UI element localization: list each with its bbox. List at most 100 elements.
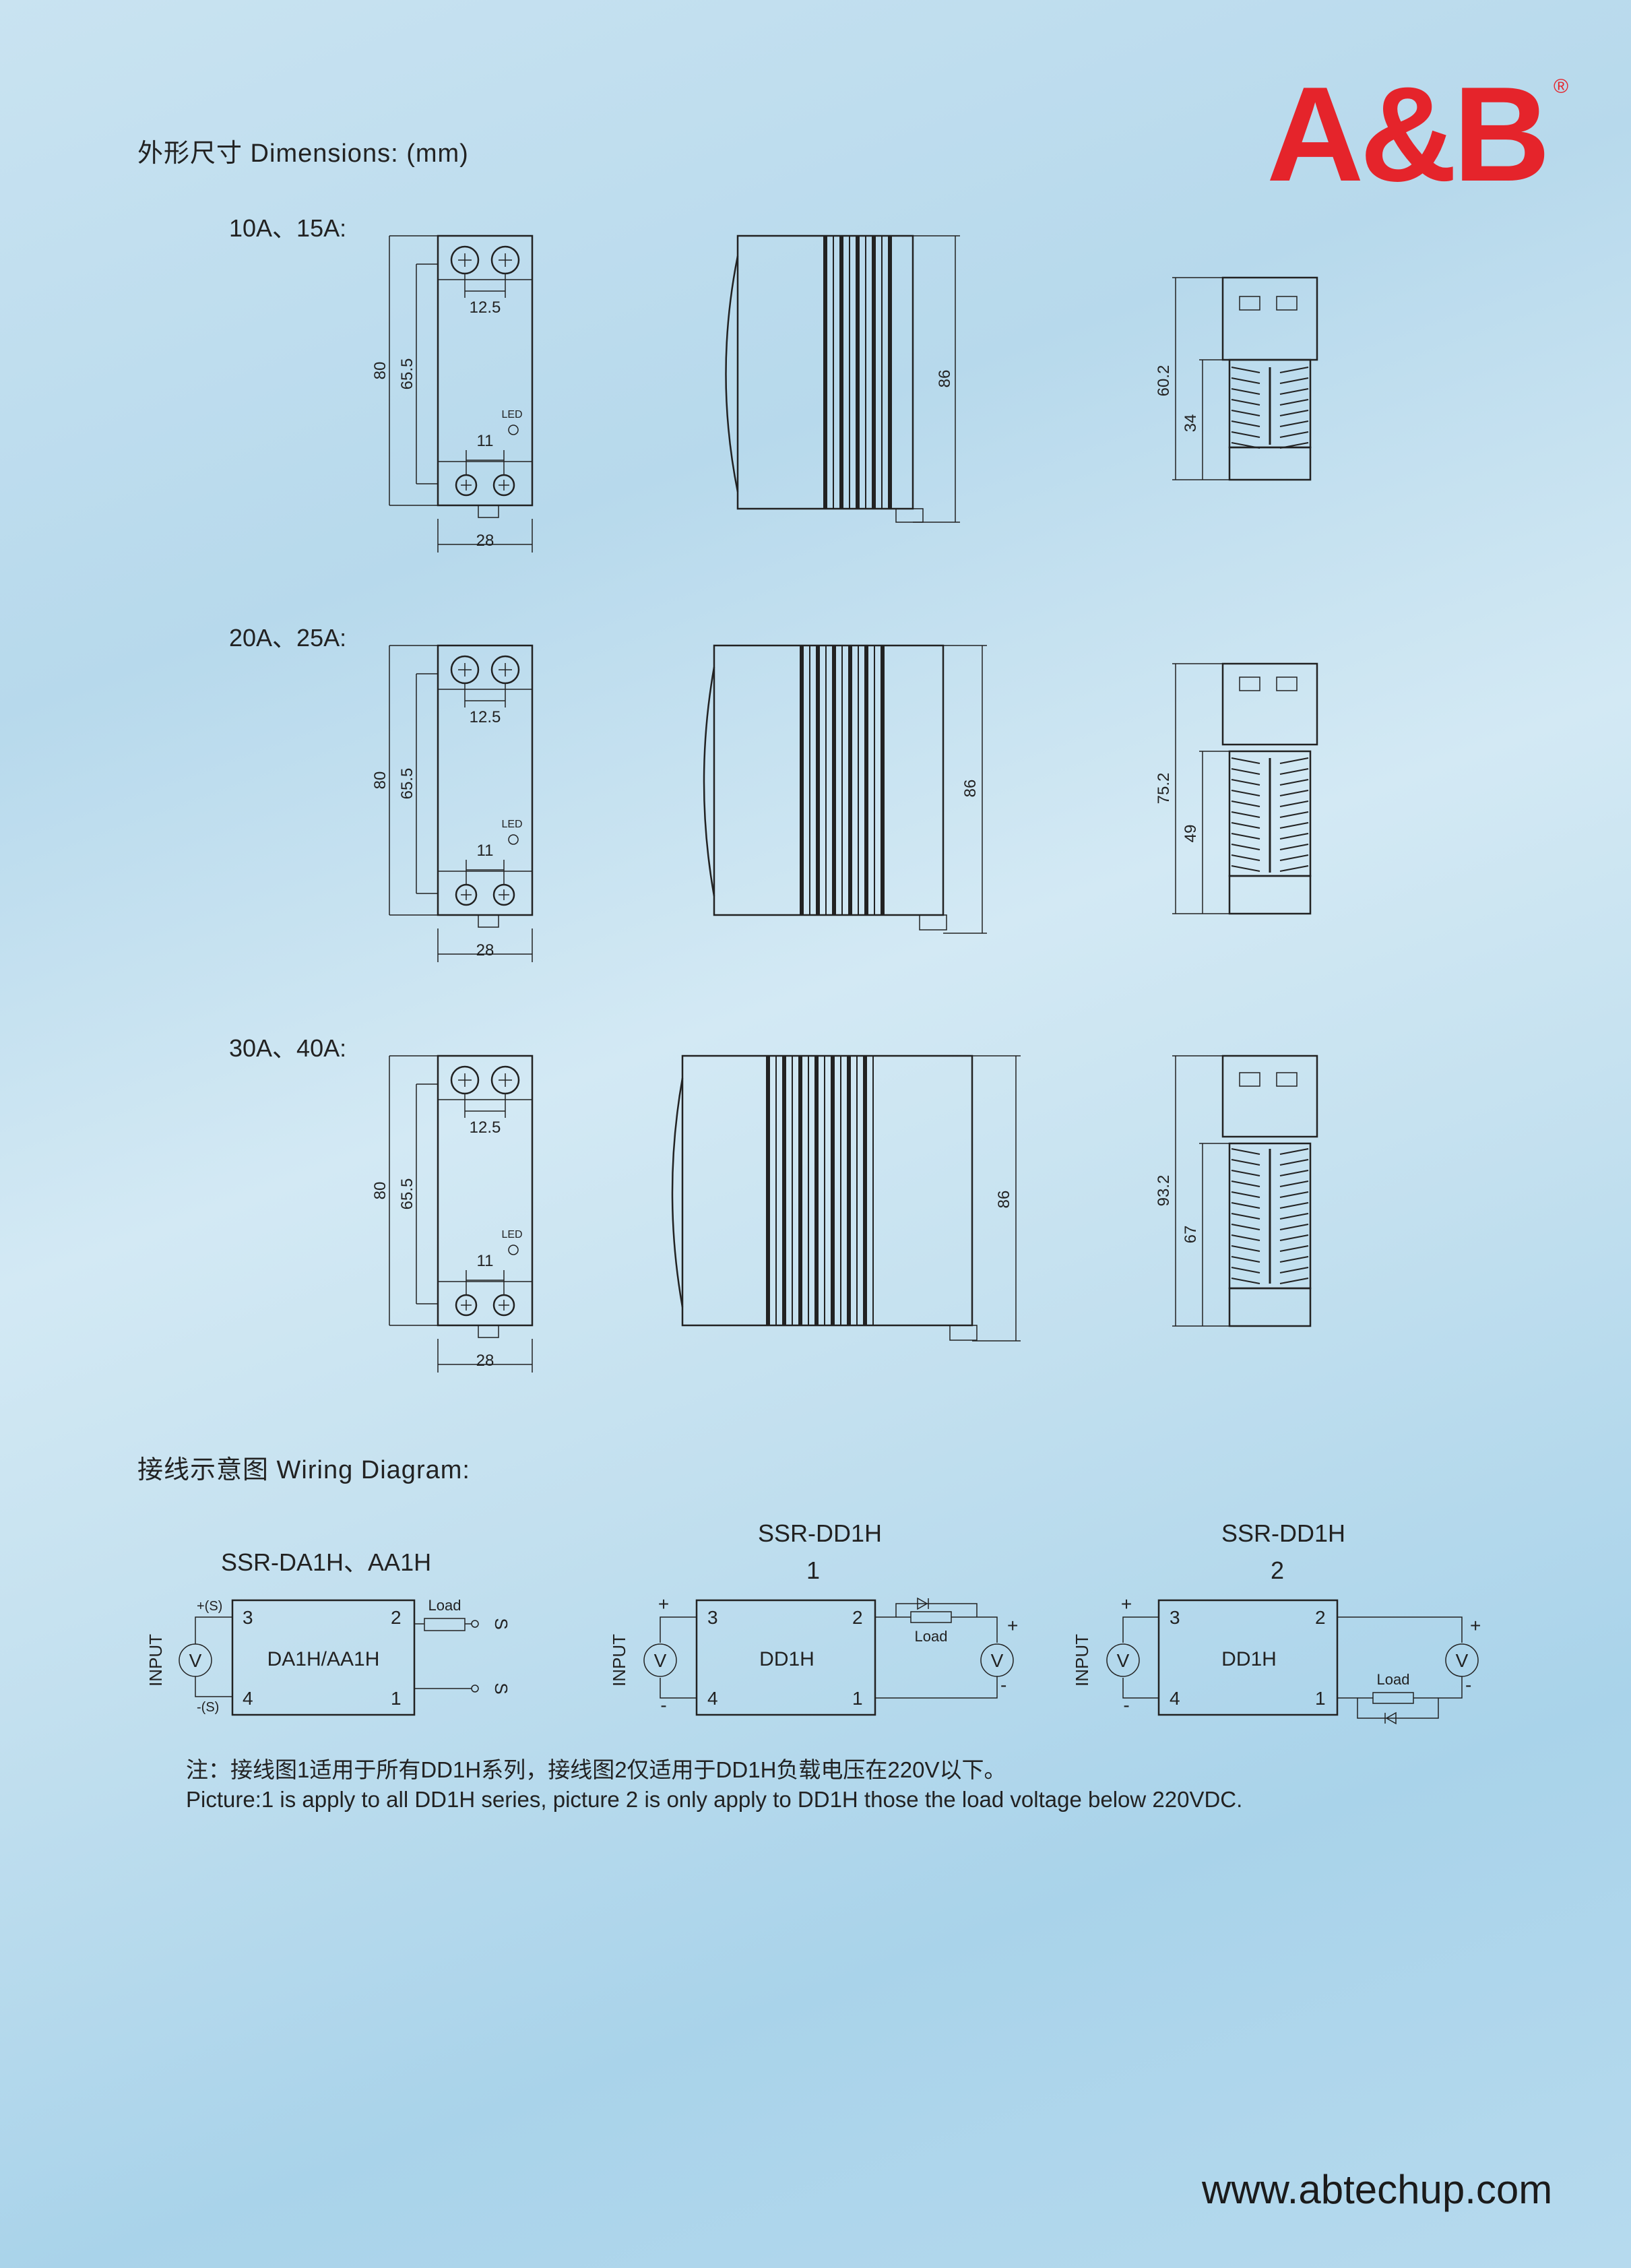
fin-line	[1231, 768, 1260, 775]
brand-logo: A&B	[1267, 59, 1550, 210]
dim-height: 80	[371, 1182, 389, 1200]
wiring-diagram-3: DD1H 3 2 4 1 V INPUT + - V Load + -	[1072, 1594, 1481, 1725]
svg-text:3: 3	[707, 1607, 718, 1628]
fin-line	[1231, 367, 1260, 373]
fin-line	[1279, 420, 1309, 427]
fin-line	[1279, 1159, 1309, 1166]
fin-line	[1231, 1234, 1260, 1241]
dim-end-sink: 34	[1182, 414, 1200, 433]
load-resistor	[424, 1618, 466, 1631]
end-view-3: 93.2 67	[1155, 1054, 1318, 1327]
fin-line	[1279, 822, 1309, 829]
end-view-1: 60.2 34	[1155, 276, 1318, 481]
svg-text:2: 2	[391, 1607, 402, 1628]
dim-inner: 65.5	[398, 358, 416, 390]
dim-end-total: 75.2	[1155, 773, 1173, 805]
end-fins	[1231, 367, 1309, 1284]
fin-line	[1279, 1202, 1309, 1209]
website-url: www.abtechup.com	[1202, 2167, 1553, 2212]
svg-text:Load: Load	[915, 1628, 948, 1645]
led-label: LED	[501, 1229, 522, 1240]
svg-text:Load: Load	[1377, 1671, 1410, 1688]
svg-text:3: 3	[243, 1607, 253, 1628]
fin-line	[1231, 844, 1260, 850]
svg-text:1: 1	[852, 1688, 863, 1709]
diagram-subtitle-2: 1	[806, 1556, 821, 1584]
svg-text:S: S	[491, 1682, 511, 1694]
svg-text:+(S): +(S)	[197, 1599, 222, 1614]
led-label: LED	[501, 819, 522, 830]
svg-text:V: V	[991, 1650, 1004, 1671]
fin-line	[1231, 790, 1260, 796]
note-chinese: 注：接线图1适用于所有DD1H系列，接线图2仅适用于DD1H负载电压在220V以…	[186, 1757, 1006, 1782]
dim-end-total: 93.2	[1155, 1175, 1173, 1207]
fin-line	[1231, 1202, 1260, 1209]
fin-line	[1231, 388, 1260, 395]
dim-side-height: 86	[936, 370, 954, 388]
device-label: DA1H/AA1H	[267, 1648, 380, 1670]
svg-text:2: 2	[852, 1607, 863, 1628]
fin-line	[1231, 1180, 1260, 1187]
dim-bottom-pitch: 11	[477, 432, 494, 450]
dim-end-sink: 49	[1182, 825, 1200, 843]
fin-line	[1231, 854, 1260, 861]
svg-text:1: 1	[391, 1688, 402, 1709]
fin-line	[1279, 833, 1309, 840]
wiring-diagram-2: DD1H 3 2 4 1 V INPUT + - Load V + -	[609, 1594, 1018, 1716]
fin-line	[1231, 1159, 1260, 1166]
fin-line	[1231, 822, 1260, 829]
svg-text:V: V	[189, 1650, 202, 1671]
svg-text:S: S	[491, 1618, 511, 1629]
dim-end-sink: 67	[1182, 1226, 1200, 1244]
svg-text:+: +	[658, 1594, 669, 1614]
fin-line	[1279, 1170, 1309, 1176]
svg-text:1: 1	[1315, 1688, 1326, 1709]
diagram-title-3: SSR-DD1H	[1221, 1519, 1346, 1547]
svg-text:2: 2	[1315, 1607, 1326, 1628]
side-fins	[766, 236, 892, 1325]
fin-line	[1231, 811, 1260, 818]
dim-top-pitch: 12.5	[470, 1119, 501, 1137]
svg-text:-: -	[660, 1695, 666, 1715]
front-view-3: 80 65.5 12.5 11 28 LED	[371, 1054, 534, 1374]
row-label-3: 30A、40A:	[229, 1034, 347, 1062]
fin-line	[1279, 367, 1309, 373]
svg-text:4: 4	[707, 1688, 718, 1709]
dim-width: 28	[476, 941, 494, 959]
load-resistor	[1372, 1692, 1414, 1704]
wiring-title: 接线示意图 Wiring Diagram:	[137, 1456, 470, 1484]
dim-end-total: 60.2	[1155, 365, 1173, 397]
fin-line	[1231, 377, 1260, 384]
dim-bottom-pitch: 11	[477, 842, 494, 860]
dim-side-height: 86	[995, 1191, 1013, 1209]
end-view-2: 75.2 49	[1155, 662, 1318, 915]
svg-text:-(S): -(S)	[197, 1700, 219, 1715]
svg-text:+: +	[1470, 1615, 1481, 1636]
device-label: DD1H	[1221, 1648, 1277, 1670]
diagram-title-1: SSR-DA1H、AA1H	[221, 1548, 432, 1576]
led-label: LED	[501, 409, 522, 420]
fin-line	[1279, 1148, 1309, 1155]
fin-line	[1231, 779, 1260, 786]
svg-text:-: -	[1123, 1695, 1129, 1715]
diode-icon	[1385, 1711, 1397, 1725]
front-view-1: 80 65.5 12.5 11 28 LED	[371, 234, 534, 554]
svg-text:V: V	[1117, 1650, 1130, 1671]
diagram-title-2: SSR-DD1H	[758, 1519, 883, 1547]
svg-text:4: 4	[243, 1688, 253, 1709]
dim-height: 80	[371, 771, 389, 790]
wiring-diagram-1: DA1H/AA1H 3 2 4 1 V INPUT +(S) -(S) Load…	[146, 1597, 511, 1716]
device-label: DD1H	[759, 1648, 814, 1670]
fin-line	[1231, 757, 1260, 764]
diagram-subtitle-3: 2	[1271, 1556, 1285, 1584]
svg-text:V: V	[654, 1650, 667, 1671]
svg-text:3: 3	[1170, 1607, 1180, 1628]
fin-line	[1279, 442, 1309, 449]
fin-line	[1279, 768, 1309, 775]
load-resistor	[910, 1611, 952, 1623]
dim-width: 28	[476, 1352, 494, 1370]
dim-bottom-pitch: 11	[477, 1252, 494, 1270]
fin-line	[1279, 377, 1309, 384]
fin-line	[1279, 399, 1309, 406]
input-label: INPUT	[609, 1634, 629, 1687]
